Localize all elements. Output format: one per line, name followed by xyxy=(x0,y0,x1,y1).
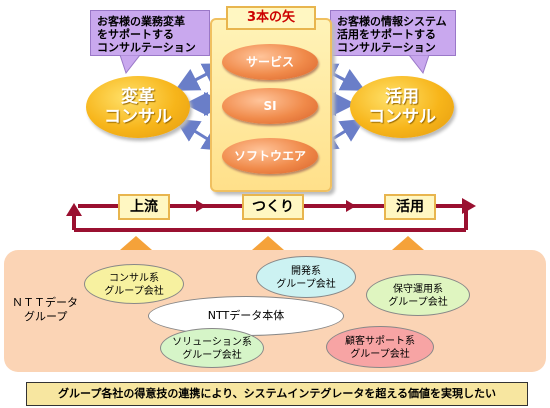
group-consul-line1: コンサル系 xyxy=(109,273,159,284)
flow-use: 活用 xyxy=(384,194,436,220)
group-label: ＮＴＴデータ グループ xyxy=(12,296,78,324)
callout-left-line2: をサポートする xyxy=(97,28,174,41)
katsuyou-consul-line1: 活用 xyxy=(385,87,419,107)
three-arrows-title: 3本の矢 xyxy=(226,6,316,30)
arrow-si: SI xyxy=(222,88,318,124)
henkaku-consul: 変革 コンサル xyxy=(86,76,190,138)
callout-left-line1: お客様の業務変革 xyxy=(97,15,185,28)
up-triangles xyxy=(120,236,424,250)
henkaku-consul-line1: 変革 xyxy=(121,87,155,107)
group-dev: 開発系 グループ会社 xyxy=(256,256,356,298)
group-consul-line2: グループ会社 xyxy=(104,286,164,297)
group-label-line2: グループ xyxy=(24,310,68,323)
arrow-si-label: SI xyxy=(263,99,277,113)
katsuyou-consul: 活用 コンサル xyxy=(350,76,454,138)
katsuyou-consul-line2: コンサル xyxy=(368,107,436,127)
group-maint-line1: 保守運用系 xyxy=(393,284,443,295)
group-maint: 保守運用系 グループ会社 xyxy=(366,274,470,316)
callout-left-tail xyxy=(119,55,141,75)
group-solution: ソリューション系 グループ会社 xyxy=(160,328,264,368)
group-label-line1: ＮＴＴデータ xyxy=(12,296,78,309)
callout-right-line2: 活用をサポートする xyxy=(337,28,436,41)
group-core: NTTデータ本体 xyxy=(148,296,344,336)
callout-right: お客様の情報システム 活用をサポートする コンサルテーション xyxy=(330,10,456,56)
group-support: 顧客サポート系 グループ会社 xyxy=(326,326,434,368)
arrow-software: ソフトウエア xyxy=(222,138,318,174)
group-dev-line2: グループ会社 xyxy=(276,279,336,290)
group-core-label: NTTデータ本体 xyxy=(207,309,285,322)
callout-right-line1: お客様の情報システム xyxy=(337,15,447,28)
group-dev-line1: 開発系 xyxy=(291,266,321,277)
footer-message: グループ各社の得意技の連携により、システムインテグレータを超える価値を実現したい xyxy=(26,382,528,406)
henkaku-consul-line2: コンサル xyxy=(104,107,172,127)
flow-build: つくり xyxy=(242,194,304,220)
group-consul: コンサル系 グループ会社 xyxy=(84,264,184,304)
flow-upstream: 上流 xyxy=(118,194,170,220)
group-maint-line2: グループ会社 xyxy=(388,297,448,308)
arrow-service-label: サービス xyxy=(245,55,294,69)
callout-right-line3: コンサルテーション xyxy=(337,41,436,54)
group-solution-line1: ソリューション系 xyxy=(172,337,252,348)
group-support-line2: グループ会社 xyxy=(350,349,410,360)
group-support-line1: 顧客サポート系 xyxy=(345,336,415,347)
callout-right-tail xyxy=(408,55,430,75)
callout-left: お客様の業務変革 をサポートする コンサルテーション xyxy=(90,10,210,56)
group-solution-line2: グループ会社 xyxy=(182,350,242,361)
arrow-software-label: ソフトウエア xyxy=(233,149,306,163)
callout-left-line3: コンサルテーション xyxy=(97,41,196,54)
arrow-service: サービス xyxy=(222,44,318,80)
